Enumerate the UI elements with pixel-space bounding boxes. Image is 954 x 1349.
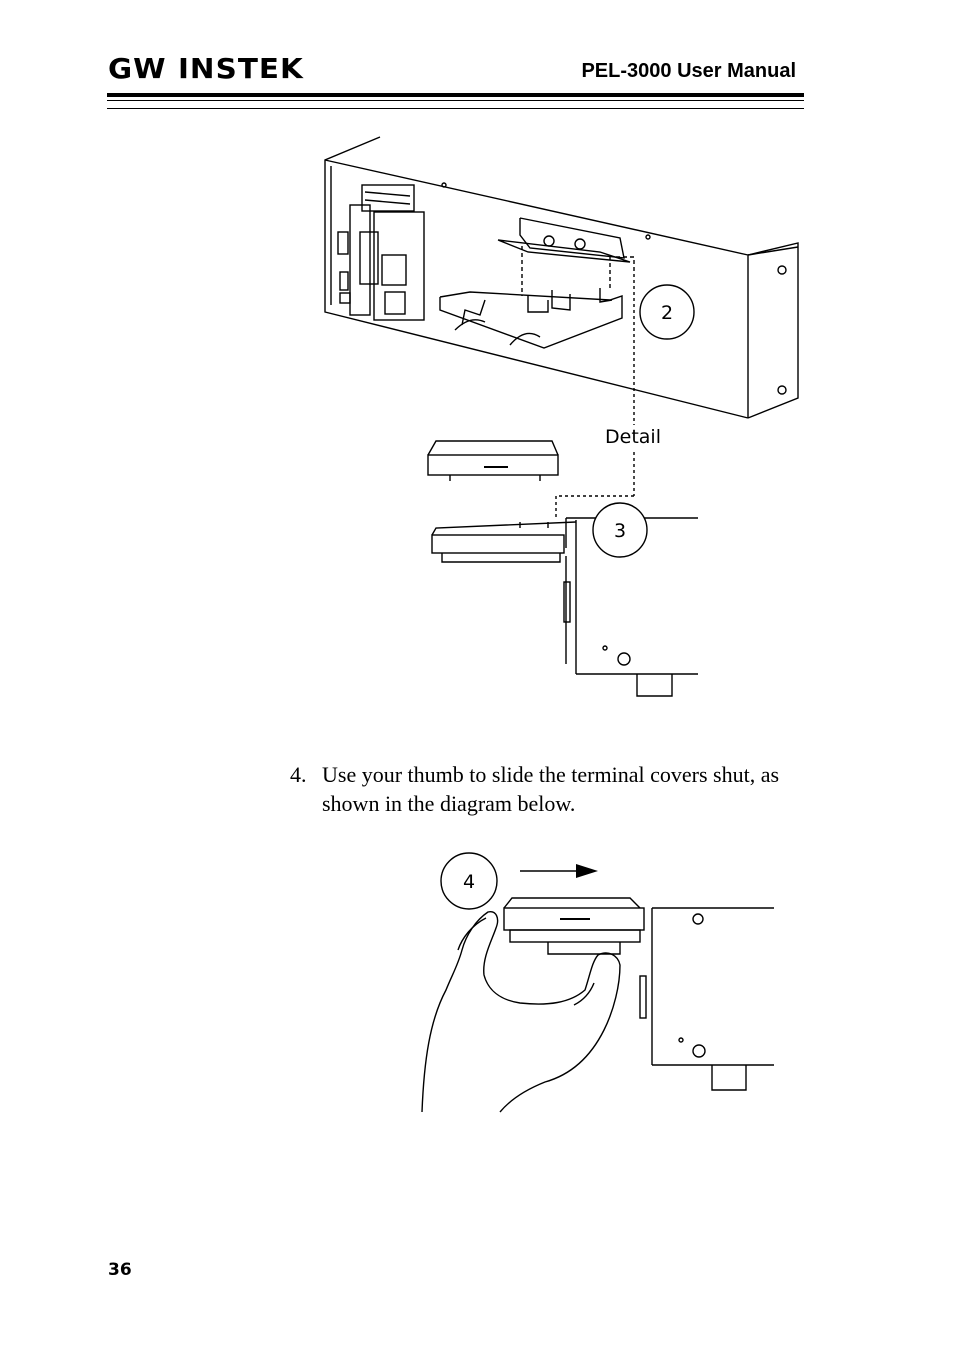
gwinstek-logo: GW INSTEK bbox=[108, 52, 304, 85]
callout-2-circle bbox=[639, 284, 695, 340]
detail-cover-side-view bbox=[427, 440, 559, 481]
step-number: 4. bbox=[290, 762, 307, 787]
callout-3-circle bbox=[592, 502, 648, 558]
rear-panel-illustration bbox=[324, 136, 799, 520]
callout-4-circle bbox=[440, 852, 498, 910]
step-text: Use your thumb to slide the terminal cov… bbox=[322, 762, 780, 816]
header-rule-thin-lower bbox=[107, 108, 804, 109]
hand-cover-illustration bbox=[421, 897, 774, 1113]
page-number: 36 bbox=[108, 1260, 132, 1280]
manual-title: PEL-3000 User Manual bbox=[581, 60, 796, 82]
callout-3-label: 3 bbox=[614, 520, 626, 542]
detail-chassis-side-view bbox=[431, 517, 698, 697]
header-rule-thick bbox=[107, 93, 804, 97]
slide-arrow bbox=[520, 864, 598, 878]
callout-2-label: 2 bbox=[661, 302, 673, 324]
callout-4-label: 4 bbox=[463, 871, 475, 893]
detail-label: Detail bbox=[605, 426, 661, 448]
header-rule-thin bbox=[107, 100, 804, 101]
